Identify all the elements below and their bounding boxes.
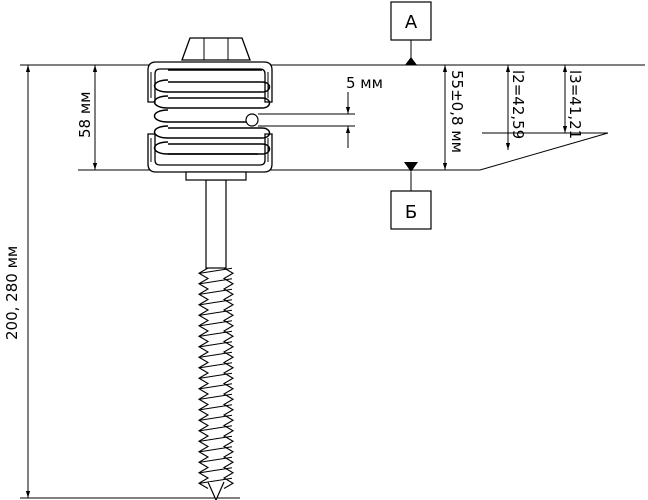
thread-crest [199,278,233,285]
thread-crest [199,309,233,316]
plane-b-marker: Б [390,162,432,230]
thread-crest [199,351,233,358]
thread-right-profile [222,267,235,489]
thread-crest [199,467,233,474]
screw-shank [205,179,227,269]
thread-crest [199,372,233,379]
thread-crest [199,393,233,400]
slanted-line [479,132,609,171]
dim-55-label: 55±0,8 мм [448,70,466,153]
dimension-l2: l2=42,59 [505,65,527,150]
dimension-5: 5 мм [345,74,383,148]
dim-l2-label: l2=42,59 [509,70,527,139]
thread-crest [199,425,233,432]
thread-crest [199,414,233,421]
thread-crest [199,267,233,274]
reference-lines [20,64,645,499]
thread-crest [199,320,233,327]
thread-crest [199,288,233,295]
thread-crest [199,446,233,453]
thread-crest [199,330,233,337]
wire-section [245,113,259,127]
thread-crest [199,362,233,369]
thread-crest [199,341,233,348]
screw [197,179,235,500]
dimension-l3: l3=41,21 [562,65,584,139]
plane-a-marker: А [390,1,432,65]
thread-crest [199,299,233,306]
dim-l3-label: l3=41,21 [566,70,584,139]
dimension-58: 58 мм [76,65,98,170]
screw-tip [207,481,225,500]
plane-a-label: А [405,12,418,33]
dim-5-label: 5 мм [346,74,383,92]
spring [153,69,271,155]
thread-crest [199,404,233,411]
hex-nut [181,37,251,61]
dimension-55: 55±0,8 мм [442,65,466,170]
thread-crest [199,435,233,442]
dimension-total: 200, 280 мм [3,65,31,498]
thread-crest [199,383,233,390]
plane-b-label: Б [405,202,417,223]
screw-threads [197,267,235,489]
dim-58-label: 58 мм [76,92,94,139]
thread-left-profile [197,267,210,489]
dim-total-label: 200, 280 мм [3,246,21,340]
bracket [147,61,273,181]
thread-crest [199,456,233,463]
